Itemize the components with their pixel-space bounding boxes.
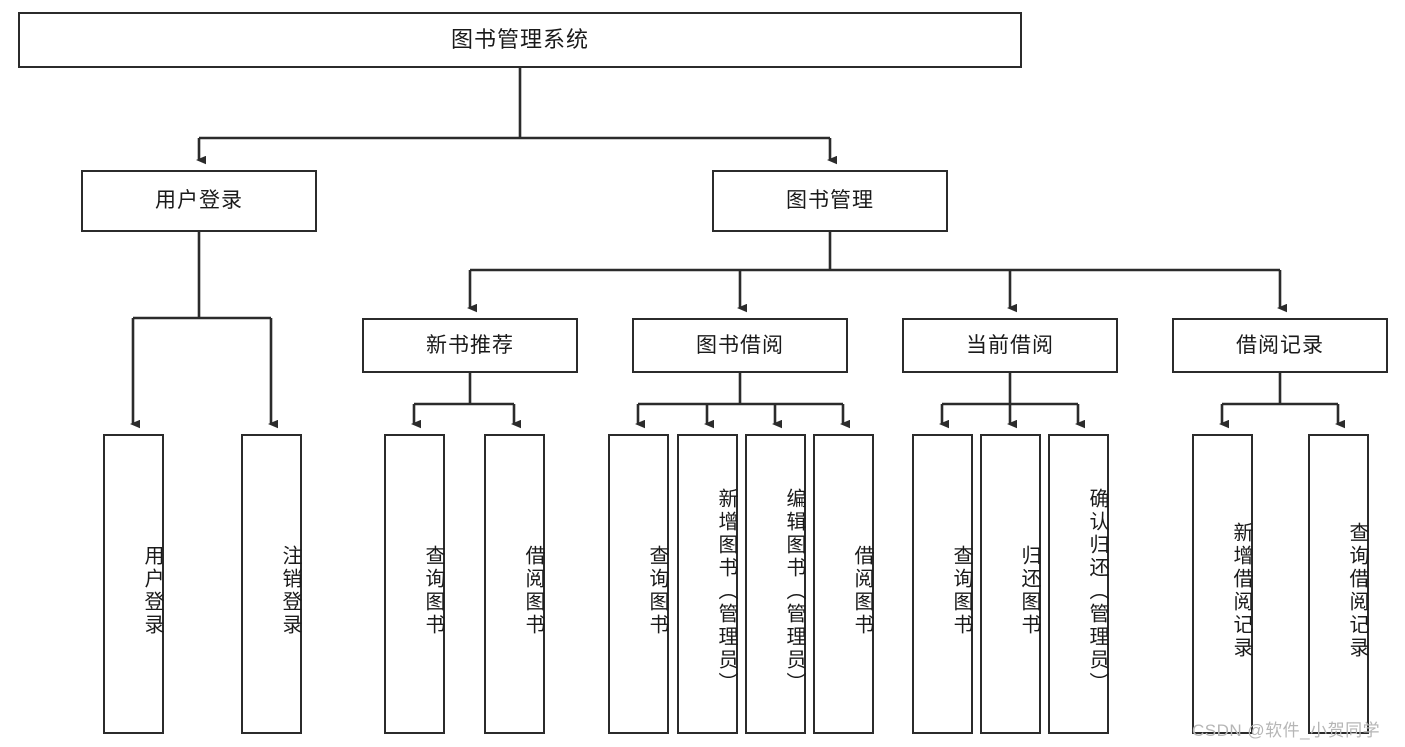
node-leaf-confirm-return[interactable]: 确认归还（管理员）	[1048, 434, 1109, 734]
node-current-borrow[interactable]: 当前借阅	[902, 318, 1118, 373]
node-book-manage[interactable]: 图书管理	[712, 170, 948, 232]
node-leaf-add-book[interactable]: 新增图书（管理员）	[677, 434, 738, 734]
node-current-borrow-label: 当前借阅	[966, 333, 1054, 357]
node-leaf-borrow-book-1[interactable]: 借阅图书	[484, 434, 545, 734]
node-borrow-record-label: 借阅记录	[1236, 333, 1324, 357]
node-leaf-query-book-3[interactable]: 查询图书	[912, 434, 973, 734]
node-leaf-user-login-label: 用户登录	[141, 545, 163, 637]
node-leaf-query-record-label: 查询借阅记录	[1346, 522, 1368, 660]
node-leaf-query-record[interactable]: 查询借阅记录	[1308, 434, 1369, 734]
node-leaf-query-book-1[interactable]: 查询图书	[384, 434, 445, 734]
node-new-book-recommend[interactable]: 新书推荐	[362, 318, 578, 373]
node-leaf-user-login[interactable]: 用户登录	[103, 434, 164, 734]
node-leaf-logout-label: 注销登录	[279, 545, 301, 637]
node-leaf-edit-book-label: 编辑图书（管理员）	[783, 487, 805, 695]
node-leaf-borrow-book-2-label: 借阅图书	[851, 545, 873, 637]
node-user-login-label: 用户登录	[155, 189, 243, 213]
node-leaf-add-record[interactable]: 新增借阅记录	[1192, 434, 1253, 734]
node-leaf-edit-book[interactable]: 编辑图书（管理员）	[745, 434, 806, 734]
node-leaf-query-book-1-label: 查询图书	[422, 545, 444, 637]
node-leaf-return-book-label: 归还图书	[1018, 545, 1040, 637]
node-leaf-add-book-label: 新增图书（管理员）	[715, 487, 737, 695]
node-book-borrow[interactable]: 图书借阅	[632, 318, 848, 373]
node-leaf-borrow-book-1-label: 借阅图书	[522, 545, 544, 637]
node-leaf-query-book-2-label: 查询图书	[646, 545, 668, 637]
node-leaf-borrow-book-2[interactable]: 借阅图书	[813, 434, 874, 734]
node-user-login[interactable]: 用户登录	[81, 170, 317, 232]
node-leaf-logout[interactable]: 注销登录	[241, 434, 302, 734]
node-leaf-query-book-3-label: 查询图书	[950, 545, 972, 637]
csdn-watermark: CSDN @软件_小贺同学	[1192, 721, 1381, 740]
node-leaf-query-book-2[interactable]: 查询图书	[608, 434, 669, 734]
node-leaf-add-record-label: 新增借阅记录	[1230, 522, 1252, 660]
node-borrow-record[interactable]: 借阅记录	[1172, 318, 1388, 373]
node-leaf-confirm-return-label: 确认归还（管理员）	[1086, 487, 1108, 695]
node-book-borrow-label: 图书借阅	[696, 333, 784, 357]
node-leaf-return-book[interactable]: 归还图书	[980, 434, 1041, 734]
node-root[interactable]: 图书管理系统	[18, 12, 1022, 68]
node-root-label: 图书管理系统	[450, 26, 589, 52]
node-new-book-recommend-label: 新书推荐	[426, 333, 514, 357]
node-book-manage-label: 图书管理	[786, 189, 874, 213]
